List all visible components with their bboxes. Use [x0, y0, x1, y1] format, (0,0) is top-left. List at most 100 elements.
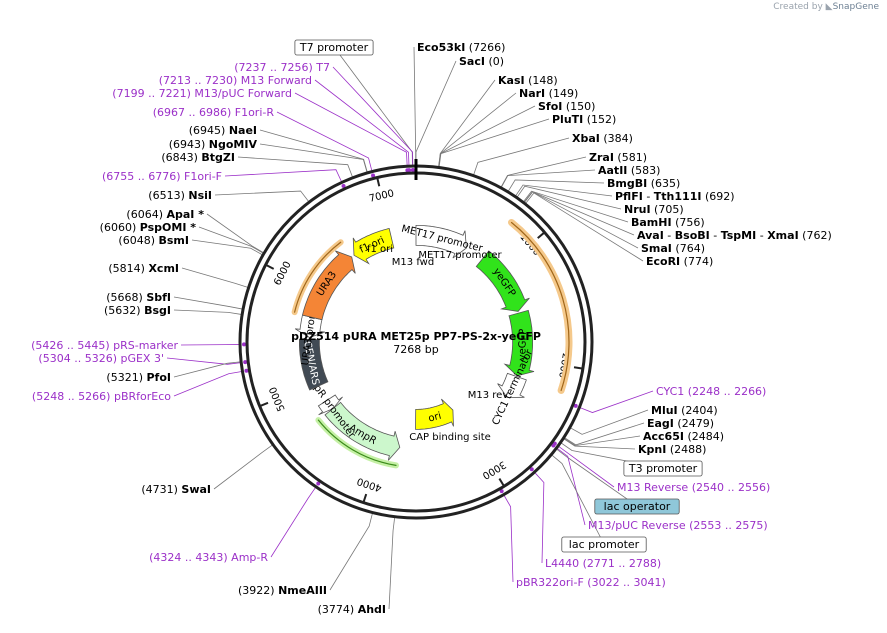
feature-ori[interactable]	[415, 398, 454, 430]
site-label[interactable]: SmaI (764)	[641, 242, 705, 255]
site-label[interactable]: (5814) XcmI	[108, 262, 179, 275]
primer-marker	[316, 481, 321, 486]
primer-marker	[242, 342, 247, 347]
tick-label: 6000	[272, 260, 293, 288]
site-label[interactable]: (6755 .. 6776) F1ori-F	[102, 170, 222, 183]
leader-line	[181, 267, 249, 289]
leader-line	[569, 409, 649, 435]
site-label[interactable]: (5668) SbfI	[106, 291, 171, 304]
inner-label: M13 fwd	[392, 257, 434, 268]
feature-yegfp[interactable]	[475, 250, 530, 312]
site-label[interactable]: (6048) BsmI	[118, 234, 189, 247]
tick-label: 4000	[356, 475, 384, 493]
site-label[interactable]: (5248 .. 5266) pBRforEco	[32, 390, 171, 403]
site-label[interactable]: PluTI (152)	[552, 113, 616, 126]
leader-line	[524, 192, 644, 262]
feature-label: yeGFP	[517, 329, 529, 361]
site-label[interactable]: M13 Reverse (2540 .. 2556)	[617, 481, 770, 494]
site-label[interactable]: EcoRI (774)	[646, 255, 713, 268]
site-label[interactable]: Eco53kI (7266)	[417, 41, 505, 54]
primer-marker	[410, 168, 415, 173]
site-label[interactable]: NruI (705)	[624, 203, 684, 216]
leader-line	[438, 118, 550, 168]
site-label[interactable]: ZraI (581)	[589, 151, 647, 164]
site-label[interactable]: L4440 (2771 .. 2788)	[545, 557, 661, 570]
leader-line	[534, 471, 545, 564]
site-label[interactable]: KpnI (2488)	[638, 443, 706, 456]
site-label[interactable]: (6945) NaeI	[189, 124, 257, 137]
leader-line	[555, 448, 638, 507]
feature-box[interactable]	[561, 536, 647, 553]
site-label[interactable]: AatII (583)	[598, 164, 660, 177]
site-label[interactable]: (6513) NsiI	[148, 189, 212, 202]
feature-box[interactable]	[594, 498, 680, 515]
site-label[interactable]: NarI (149)	[519, 87, 578, 100]
tick-label: 3000	[480, 458, 507, 481]
primer-marker	[371, 173, 376, 178]
leader-line	[500, 169, 596, 189]
leader-line	[214, 190, 310, 203]
leader-line	[206, 213, 265, 254]
feature-met17-promoter[interactable]	[415, 225, 467, 259]
site-label[interactable]: PflFI - Tth111I (692)	[615, 190, 735, 203]
primer-marker	[529, 467, 534, 472]
feature-box-label: T3 promoter	[628, 462, 698, 475]
site-label[interactable]: (6064) ApaI *	[126, 208, 204, 221]
site-label[interactable]: (6967 .. 6986) F1ori-R	[153, 106, 275, 119]
ampr-orf-arc-line	[317, 419, 397, 466]
feature-yegfp[interactable]	[503, 309, 535, 377]
site-label[interactable]: SfoI (150)	[538, 100, 595, 113]
leader-line	[579, 390, 654, 413]
leader-line	[415, 60, 457, 166]
site-label[interactable]: (5304 .. 5326) pGEX 3'	[38, 352, 164, 365]
primer-marker	[551, 443, 556, 448]
site-label[interactable]: MluI (2404)	[651, 404, 718, 417]
feature-f1-ori[interactable]	[352, 228, 395, 265]
leader-line	[198, 226, 265, 254]
inner-label: CAP binding site	[409, 432, 491, 443]
feature-ampr-promoter[interactable]	[317, 394, 343, 416]
tick-mark	[362, 493, 368, 503]
site-label[interactable]: EagI (2479)	[647, 417, 714, 430]
site-label[interactable]: (4324 .. 4343) Amp-R	[149, 551, 268, 564]
feature-ura3[interactable]	[302, 250, 356, 321]
site-label[interactable]: (5321) PfoI	[106, 371, 171, 384]
feature-box[interactable]	[623, 460, 703, 477]
site-label[interactable]: (6943) NgoMIV	[169, 138, 258, 151]
site-label[interactable]: CYC1 (2248 .. 2266)	[656, 385, 766, 398]
site-label[interactable]: (6843) BtgZI	[161, 151, 235, 164]
leader-line	[213, 444, 274, 490]
primer-marker	[405, 168, 410, 173]
feature-ura3-promoter[interactable]	[294, 314, 326, 338]
leader-line	[388, 516, 396, 610]
site-label[interactable]: SacI (0)	[459, 55, 504, 68]
feature-ampr[interactable]	[324, 401, 401, 461]
site-label[interactable]: AvaI - BsoBI - TspMI - XmaI (762)	[637, 229, 832, 242]
leader-line	[557, 445, 615, 488]
site-label[interactable]: (7199 .. 7221) M13/pUC Forward	[112, 87, 292, 100]
site-label[interactable]: BmgBI (635)	[607, 177, 680, 190]
site-label[interactable]: (5426 .. 5445) pRS-marker	[31, 339, 178, 352]
leader-line	[224, 169, 343, 183]
leader-line	[523, 191, 639, 249]
feature-cen-ars[interactable]	[299, 338, 329, 391]
site-label[interactable]: KasI (148)	[498, 74, 558, 87]
feature-box[interactable]	[294, 39, 374, 56]
leader-line	[173, 361, 242, 378]
site-label[interactable]: (4731) SwaI	[141, 483, 211, 496]
feature-cyc1-terminator[interactable]	[497, 372, 527, 398]
leader-line	[438, 79, 496, 168]
site-label[interactable]: (5632) BsgI	[104, 304, 171, 317]
site-label[interactable]: Acc65I (2484)	[643, 430, 724, 443]
site-label[interactable]: (6060) PspOMI *	[100, 221, 197, 234]
leader-line	[276, 111, 373, 172]
site-label[interactable]: XbaI (384)	[572, 132, 633, 145]
site-label[interactable]: BamHI (756)	[631, 216, 705, 229]
site-label[interactable]: (3774) AhdI	[318, 603, 386, 616]
site-label[interactable]: M13/pUC Reverse (2553 .. 2575)	[588, 519, 768, 532]
site-label[interactable]: (7213 .. 7230) M13 Forward	[159, 74, 312, 87]
site-label[interactable]: (7237 .. 7256) T7	[234, 61, 330, 74]
site-label[interactable]: pBR322ori-F (3022 .. 3041)	[516, 576, 666, 589]
site-label[interactable]: (3922) NmeAIII	[238, 584, 327, 597]
